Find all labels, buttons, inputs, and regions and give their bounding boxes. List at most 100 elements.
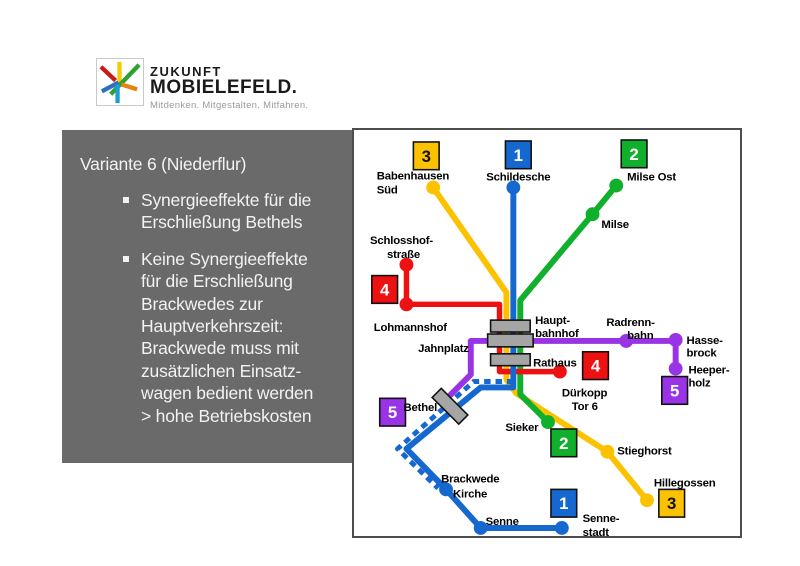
badge-number: 3 <box>667 494 676 513</box>
station-dot-schildesche <box>506 180 521 195</box>
badge-box <box>412 141 440 171</box>
station-dots <box>399 178 683 535</box>
label-radrennbahn-2: bahn <box>627 330 654 342</box>
badge-box <box>550 428 578 458</box>
logo-title-line2: MOBIELEFELD. <box>150 77 298 98</box>
bullet-square-icon <box>123 255 129 262</box>
station-dot-radrennbahn <box>619 333 634 348</box>
label-schlosshof: Schlosshof- <box>370 235 433 247</box>
label-jahnplatz: Jahnplatz <box>418 343 469 355</box>
logo-asterisk-icon <box>96 58 144 106</box>
line2-green-path <box>517 183 619 425</box>
label-heeperholz-1: Heeper- <box>689 365 730 377</box>
station-dot-schlosshofstrasse <box>399 257 414 272</box>
label-babenhausen-sued: Süd <box>377 184 398 196</box>
line-badges: 3 1 2 4 4 5 5 2 <box>371 139 689 518</box>
variant-description-panel: Variante 6 (Niederflur) Synergieeffekte … <box>62 130 352 463</box>
label-heeperholz-2: holz <box>689 377 711 389</box>
badge-line4-duerkopp: 4 <box>581 351 610 381</box>
label-hassebrock-2: brock <box>687 348 718 360</box>
bullet-text: Keine Synergieeffekte für die Erschließu… <box>141 248 314 426</box>
badge-number: 5 <box>670 381 679 400</box>
label-radrennbahn-1: Radrenn- <box>606 317 655 329</box>
station-dot-babenhausen-sued <box>426 180 441 195</box>
line5-purple-path <box>443 337 679 402</box>
badge-line1-schildesche: 1 <box>504 140 532 170</box>
badge-line4-schlosshof: 4 <box>371 274 399 305</box>
station-dot-hassebrock <box>668 333 683 347</box>
label-duerkopp-1: Dürkopp <box>562 387 608 399</box>
badge-number: 3 <box>422 147 431 166</box>
label-milse: Milse <box>601 219 628 231</box>
station-dot-duerkopp-tor6 <box>552 364 567 379</box>
line4-red-path <box>403 264 560 375</box>
badge-line3-babenhausen: 3 <box>412 141 440 171</box>
badge-number: 1 <box>559 494 568 513</box>
station-dot-stieghorst <box>600 444 615 459</box>
label-brackwede-1: Brackwede <box>441 473 499 485</box>
tram-network-map: 3 1 2 4 4 5 5 2 <box>352 128 742 538</box>
label-hauptbahnhof-1: Haupt- <box>535 315 570 327</box>
badge-number: 1 <box>514 146 523 165</box>
station-dot-sieker <box>541 415 555 430</box>
badge-number: 2 <box>559 434 568 453</box>
label-schlosshof-strasse: straße <box>387 249 420 261</box>
label-milse-ost: Milse Ost <box>627 172 676 184</box>
badge-line5-heeperholz: 5 <box>661 375 689 406</box>
badge-number: 4 <box>591 357 601 376</box>
label-duerkopp-2: Tor 6 <box>572 401 598 413</box>
badge-box <box>371 274 399 305</box>
station-dot-brackwede-kirche <box>439 482 453 497</box>
label-hassebrock-1: Hasse- <box>687 335 724 347</box>
label-hillegossen: Hillegossen <box>654 477 716 489</box>
station-dot-senne <box>473 521 488 535</box>
badge-number: 4 <box>380 280 390 299</box>
bullet-item: Keine Synergieeffekte für die Erschließu… <box>80 248 342 427</box>
label-rathaus: Rathaus <box>533 358 577 370</box>
bullet-item: Synergieeffekte für die Erschließung Bet… <box>80 189 342 234</box>
station-labels: Babenhausen Süd Schildesche Milse Ost Mi… <box>370 171 730 536</box>
label-bethel: Bethel <box>403 402 437 414</box>
station-dot-milse <box>585 207 600 222</box>
badge-box <box>378 397 407 427</box>
label-sieker: Sieker <box>505 422 539 434</box>
badge-line1-sennestadt: 1 <box>550 488 578 518</box>
badge-box <box>504 140 532 170</box>
bullet-square-icon <box>123 197 129 203</box>
label-sennestadt-1: Senne- <box>583 513 620 525</box>
badge-line5-bethel: 5 <box>378 397 407 427</box>
logo-stroke-red <box>99 65 118 83</box>
badge-box <box>661 375 689 406</box>
badge-line2-milse-ost: 2 <box>620 139 648 169</box>
label-senne: Senne <box>486 516 519 528</box>
logo-stroke-orange <box>120 82 138 92</box>
badge-number: 2 <box>629 145 638 164</box>
transit-asterisk-graphic <box>99 61 141 104</box>
station-dot-hillegossen <box>640 493 654 508</box>
label-lohmannshof: Lohmannshof <box>374 322 447 334</box>
label-stieghorst: Stieghorst <box>617 446 672 458</box>
station-dot-heeperholz <box>668 361 683 376</box>
badge-box <box>550 488 578 518</box>
jahnplatz-bar <box>486 333 534 348</box>
bullet-text: Synergieeffekte für die Erschließung Bet… <box>141 190 312 233</box>
rathaus-bar <box>489 352 531 367</box>
label-sennestadt-2: stadt <box>583 527 610 536</box>
badge-line2-sieker: 2 <box>550 428 578 458</box>
badge-number: 5 <box>388 403 397 422</box>
bethel-bar <box>431 387 469 426</box>
logo-title-line1: ZUKUNFT <box>150 64 222 79</box>
label-schildesche: Schildesche <box>486 172 550 184</box>
label-babenhausen: Babenhausen <box>377 171 450 183</box>
label-brackwede-2: Kirche <box>453 488 487 500</box>
bullet-list: Synergieeffekte für die Erschließung Bet… <box>80 189 342 427</box>
logo-stroke-blue <box>100 80 120 94</box>
badge-box <box>581 351 610 381</box>
hauptbahnhof-bar <box>489 319 531 333</box>
network-map-svg: 3 1 2 4 4 5 5 2 <box>370 139 730 536</box>
logo-tagline: Mitdenken. Mitgestalten. Mitfahren. <box>150 100 309 111</box>
station-dot-sennestadt <box>554 521 569 535</box>
badge-box <box>658 488 686 518</box>
station-dot-milse-ost <box>609 178 624 193</box>
station-dot-lohmannshof <box>399 297 414 312</box>
